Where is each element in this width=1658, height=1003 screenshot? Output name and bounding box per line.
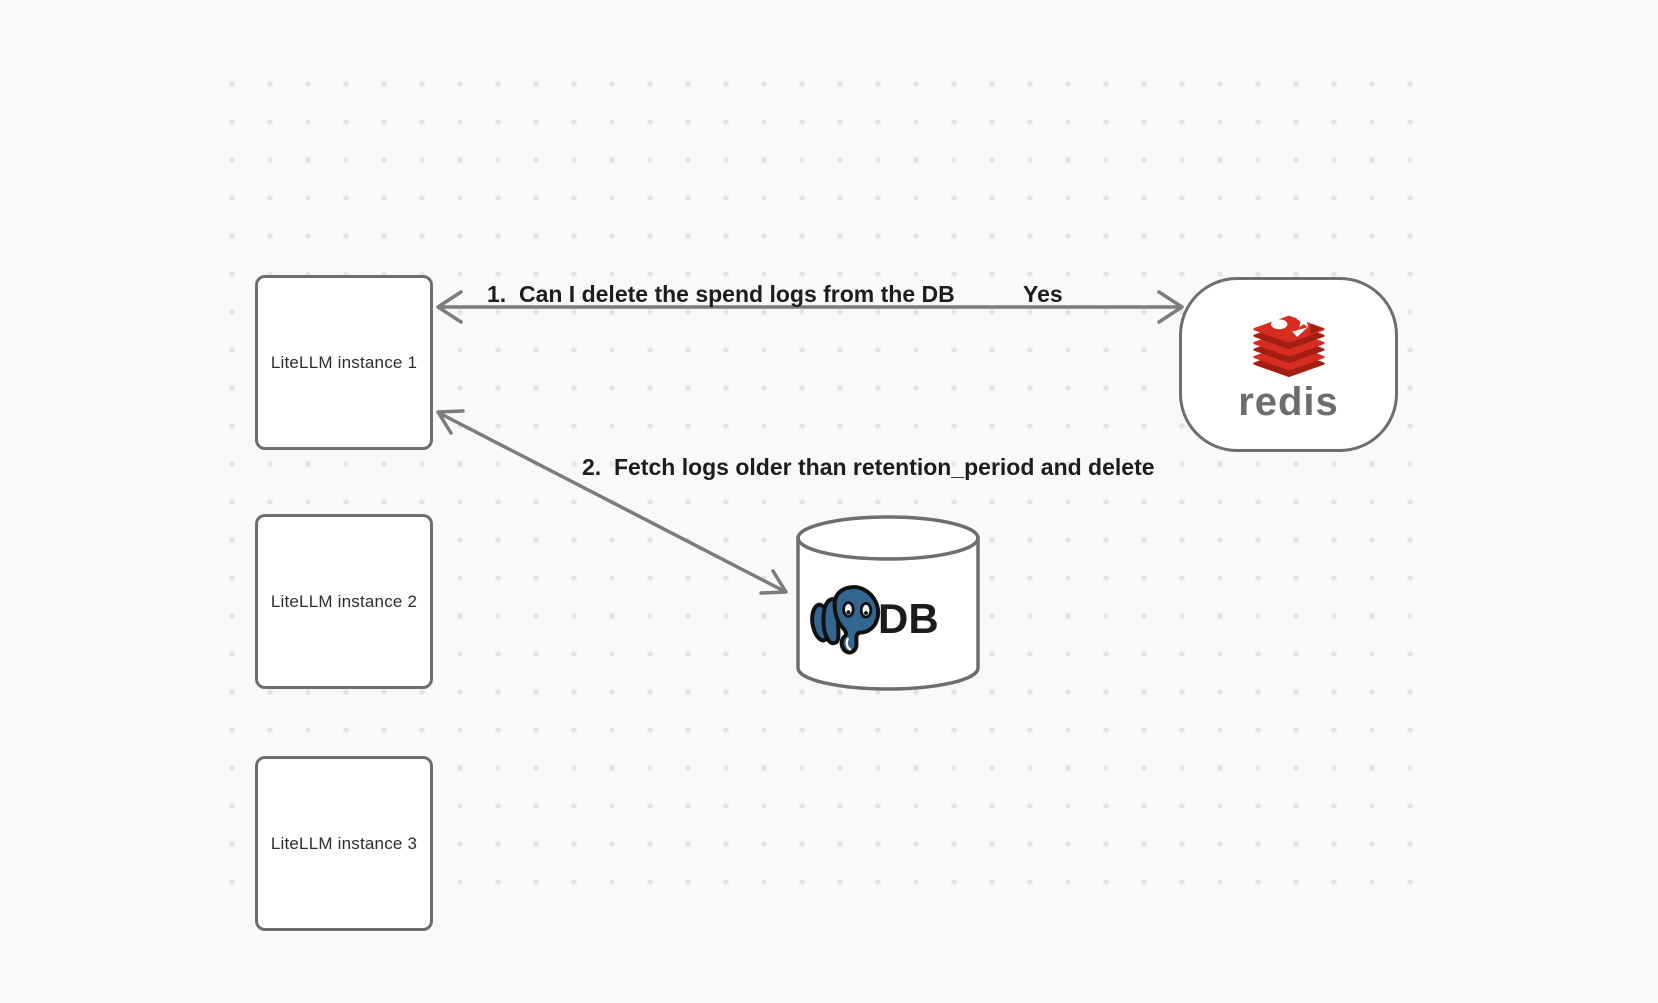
redis-node: redis [1179, 277, 1398, 452]
message-1-reply-label: Yes [1023, 281, 1063, 307]
litellm-instance-2-label: LiteLLM instance 2 [270, 591, 418, 611]
litellm-instance-3-node: LiteLLM instance 3 [255, 756, 433, 931]
message-2-label: 2. Fetch logs older than retention_perio… [582, 454, 1155, 480]
litellm-instance-1-node: LiteLLM instance 1 [255, 275, 433, 450]
arrow-2 [436, 409, 788, 595]
litellm-instance-1-label: LiteLLM instance 1 [270, 352, 418, 372]
postgresql-elephant-icon [810, 585, 880, 655]
arrow-1 [436, 290, 1184, 324]
message-1-label: 1. Can I delete the spend logs from the … [487, 281, 955, 307]
redis-wordmark: redis [1238, 379, 1339, 424]
litellm-instance-2-node: LiteLLM instance 2 [255, 514, 433, 689]
db-label: DB [878, 595, 939, 642]
redis-logo-icon [1252, 312, 1325, 377]
db-node-content: DB [806, 580, 939, 658]
litellm-instance-3-label: LiteLLM instance 3 [270, 833, 418, 853]
